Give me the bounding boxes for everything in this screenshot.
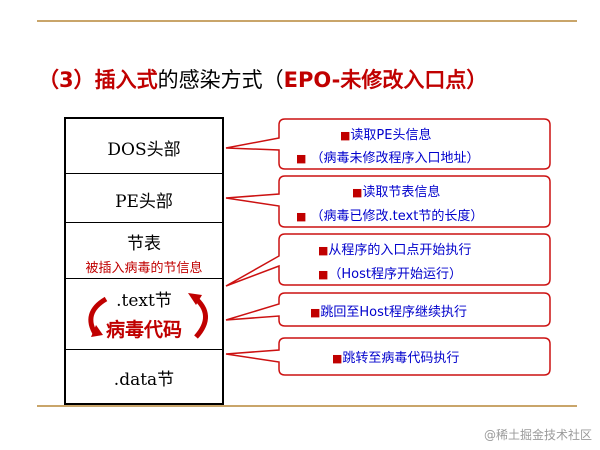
bullet-square-icon: ■ [296,210,307,223]
bottom-rule [37,405,577,407]
callout-2-line2: ■ （病毒已修改.text节的长度） [296,209,484,224]
callout-4-line1: ■跳回至Host程序继续执行 [310,305,468,320]
title-suffix: EPO-未修改入口点） [283,68,488,92]
callout-4-shape [225,292,551,327]
bullet-square-icon: ■ [352,186,363,199]
row-dos-header-label: DOS头部 [107,140,181,160]
row-pe-header-label: PE头部 [115,192,173,212]
row-pe-header: PE头部 [66,174,222,223]
callout-5-line1: ■跳转至病毒代码执行 [332,351,460,366]
callout-1-line2: ■ （病毒未修改程序入口地址） [296,151,480,166]
bullet-square-icon: ■ [318,268,329,281]
callout-1-line1: ■读取PE头信息 [340,128,432,143]
virus-code-label: 病毒代码 [105,319,182,341]
title-prefix: （3）插入式 [38,68,158,92]
callout-5-shape [225,337,551,376]
bullet-square-icon: ■ [296,152,307,165]
bullet-square-icon: ■ [318,244,329,257]
callout-2-line1: ■读取节表信息 [352,185,441,200]
row-text-section-label: .text节 [116,291,172,311]
bullet-square-icon: ■ [310,306,321,319]
callout-3-line2: ■（Host程序开始运行） [318,267,463,282]
bullet-square-icon: ■ [340,129,351,142]
bullet-square-icon: ■ [332,352,343,365]
virus-loop-arrows-icon [88,293,208,339]
top-rule [37,20,577,22]
callout-3-shape [225,233,551,287]
row-data-section-label: .data节 [113,370,175,390]
row-text-section: .text节 病毒代码 [66,279,222,350]
row-data-section: .data节 [66,350,222,403]
row-section-table-sublabel: 被插入病毒的节信息 [85,261,203,276]
callout-2-shape [225,175,551,228]
row-section-table: 节表 被插入病毒的节信息 [66,223,222,279]
slide-title: （3）插入式的感染方式（EPO-未修改入口点） [38,64,487,94]
pe-structure-table: DOS头部 PE头部 节表 被插入病毒的节信息 .text节 病毒代码 .dat… [64,117,224,405]
row-section-table-label: 节表 [127,234,161,254]
watermark: @稀土掘金技术社区 [483,428,592,442]
row-dos-header: DOS头部 [66,119,222,174]
callout-1-shape [225,118,551,170]
callout-3-line1: ■从程序的入口点开始执行 [318,243,472,258]
title-mid: 的感染方式（ [157,68,284,92]
